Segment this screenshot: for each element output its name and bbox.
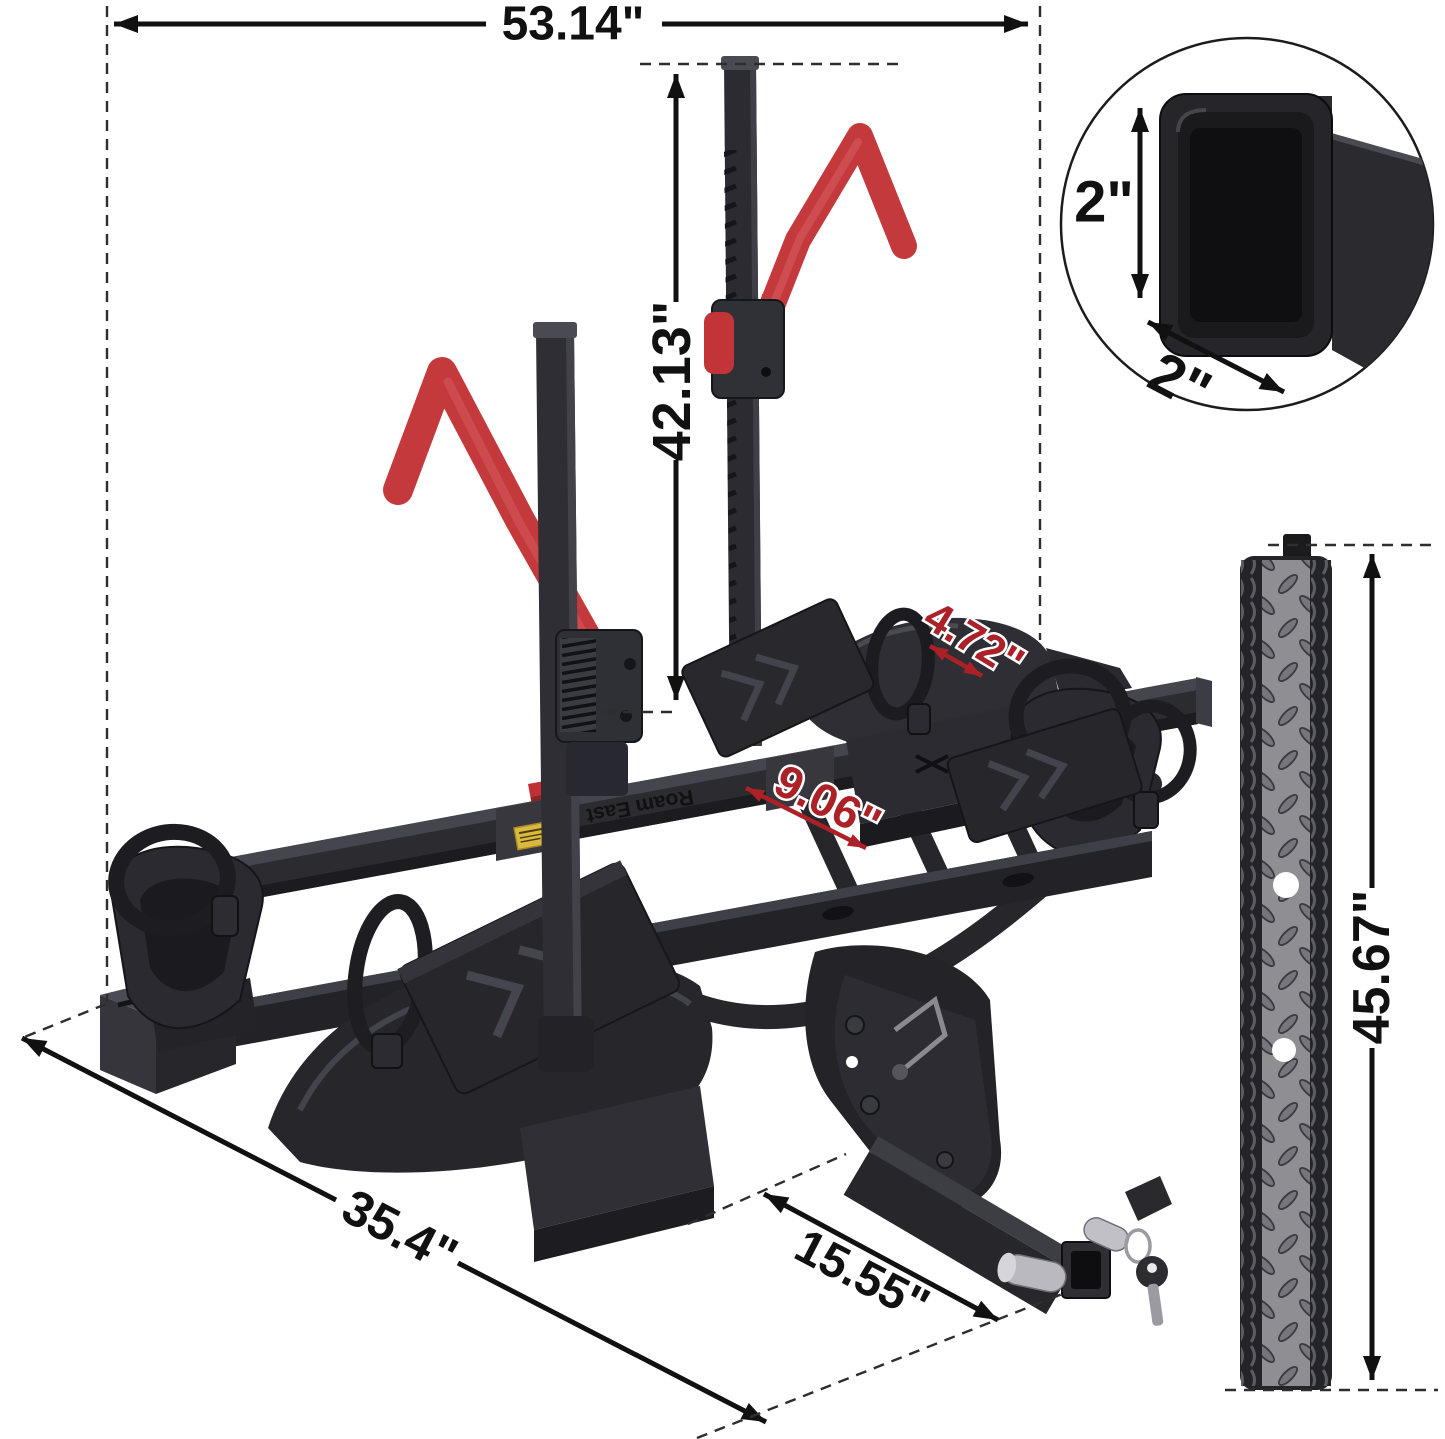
ramp-hole xyxy=(1272,1038,1296,1062)
far-mast xyxy=(704,56,917,746)
loading-ramp xyxy=(1240,534,1332,1390)
left-wheel-cradle xyxy=(108,823,264,1052)
ramp-hole xyxy=(1273,872,1299,898)
dimension-ramp-length: 45.67" xyxy=(1225,543,1438,1392)
dimension-mast-height: 42.13" xyxy=(604,62,905,714)
hitch-pin xyxy=(997,1252,1067,1293)
hitch-size-inset: 2" 2" xyxy=(1059,36,1435,425)
wheel-chock-right xyxy=(946,708,1143,844)
dimension-hitch-height: 2" xyxy=(1074,108,1149,298)
far-clamp-red-lever xyxy=(704,312,734,374)
wheel-chock-upper xyxy=(681,598,875,758)
far-wheel-hook xyxy=(751,123,917,339)
mast-height-label: 42.13" xyxy=(642,301,702,462)
bike-rack-illustration: Roam East xyxy=(100,56,1212,1326)
ramp-length-label: 45.67" xyxy=(1343,890,1401,1045)
platform-depth-label: 35.4" xyxy=(333,1178,466,1284)
near-mast xyxy=(383,322,643,1072)
overall-width-label: 53.14" xyxy=(502,0,645,51)
dimension-overall-width: 53.14" xyxy=(21,0,1042,1040)
hitch-height-label: 2" xyxy=(1074,170,1134,235)
keys xyxy=(1124,1176,1172,1326)
